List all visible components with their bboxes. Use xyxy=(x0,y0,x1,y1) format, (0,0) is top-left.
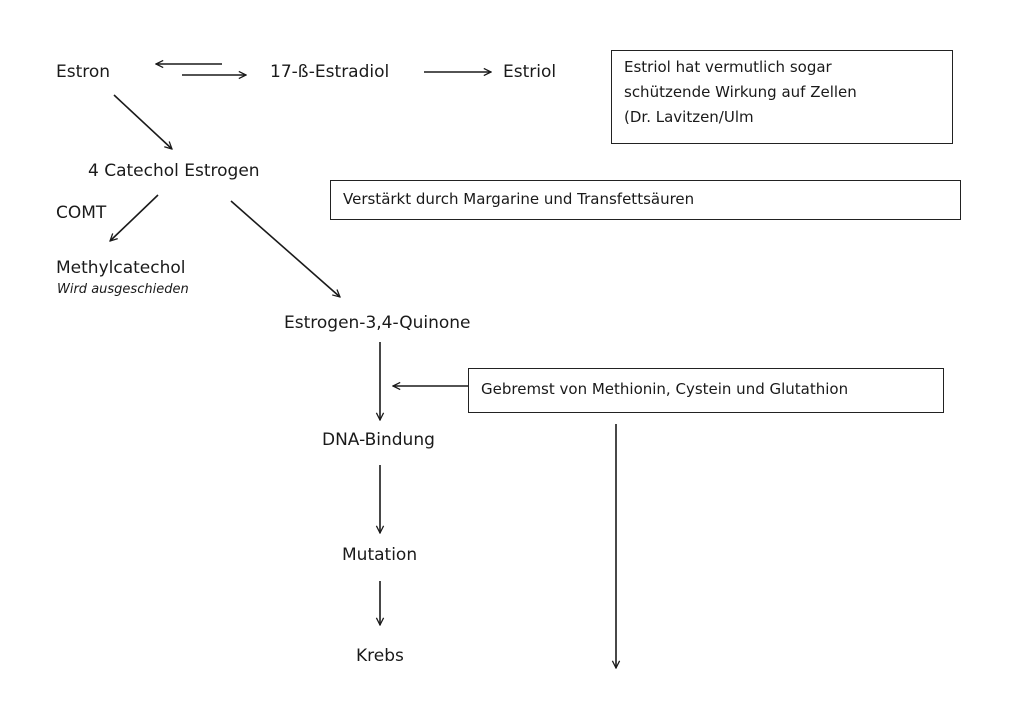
node-dna-bindung: DNA-Bindung xyxy=(322,430,435,450)
node-estriol: Estriol xyxy=(503,62,557,82)
note-estriol-line-2: schützende Wirkung auf Zellen xyxy=(624,83,857,101)
node-estron: Estron xyxy=(56,62,111,82)
note-estriol-line-1: Estriol hat vermutlich sogar xyxy=(624,58,832,76)
note-estriol-line-3: (Dr. Lavitzen/Ulm xyxy=(624,108,754,126)
node-catechol-estrogen: 4 Catechol Estrogen xyxy=(88,161,260,181)
arrow-catechol-to-methylcatechol xyxy=(110,194,159,241)
methylcatechol-note: Wird ausgeschieden xyxy=(57,282,189,297)
node-estradiol: 17-ß-Estradiol xyxy=(270,62,390,82)
note-margarine-text: Verstärkt durch Margarine und Transfetts… xyxy=(343,190,695,208)
arrow-estron-to-catechol xyxy=(113,94,172,149)
note-margarine: Verstärkt durch Margarine und Transfetts… xyxy=(330,180,961,220)
node-methylcatechol: Methylcatechol xyxy=(56,258,186,278)
node-comt: COMT xyxy=(56,203,107,223)
note-estriol-protective: Estriol hat vermutlich sogar schützende … xyxy=(611,50,953,144)
note-methionin: Gebremst von Methionin, Cystein und Glut… xyxy=(468,368,944,413)
node-krebs: Krebs xyxy=(356,646,404,666)
node-quinone: Estrogen-3,4-Quinone xyxy=(284,313,471,333)
note-methionin-text: Gebremst von Methionin, Cystein und Glut… xyxy=(481,380,849,398)
node-mutation: Mutation xyxy=(342,545,418,565)
arrow-catechol-to-quinone xyxy=(230,200,340,297)
